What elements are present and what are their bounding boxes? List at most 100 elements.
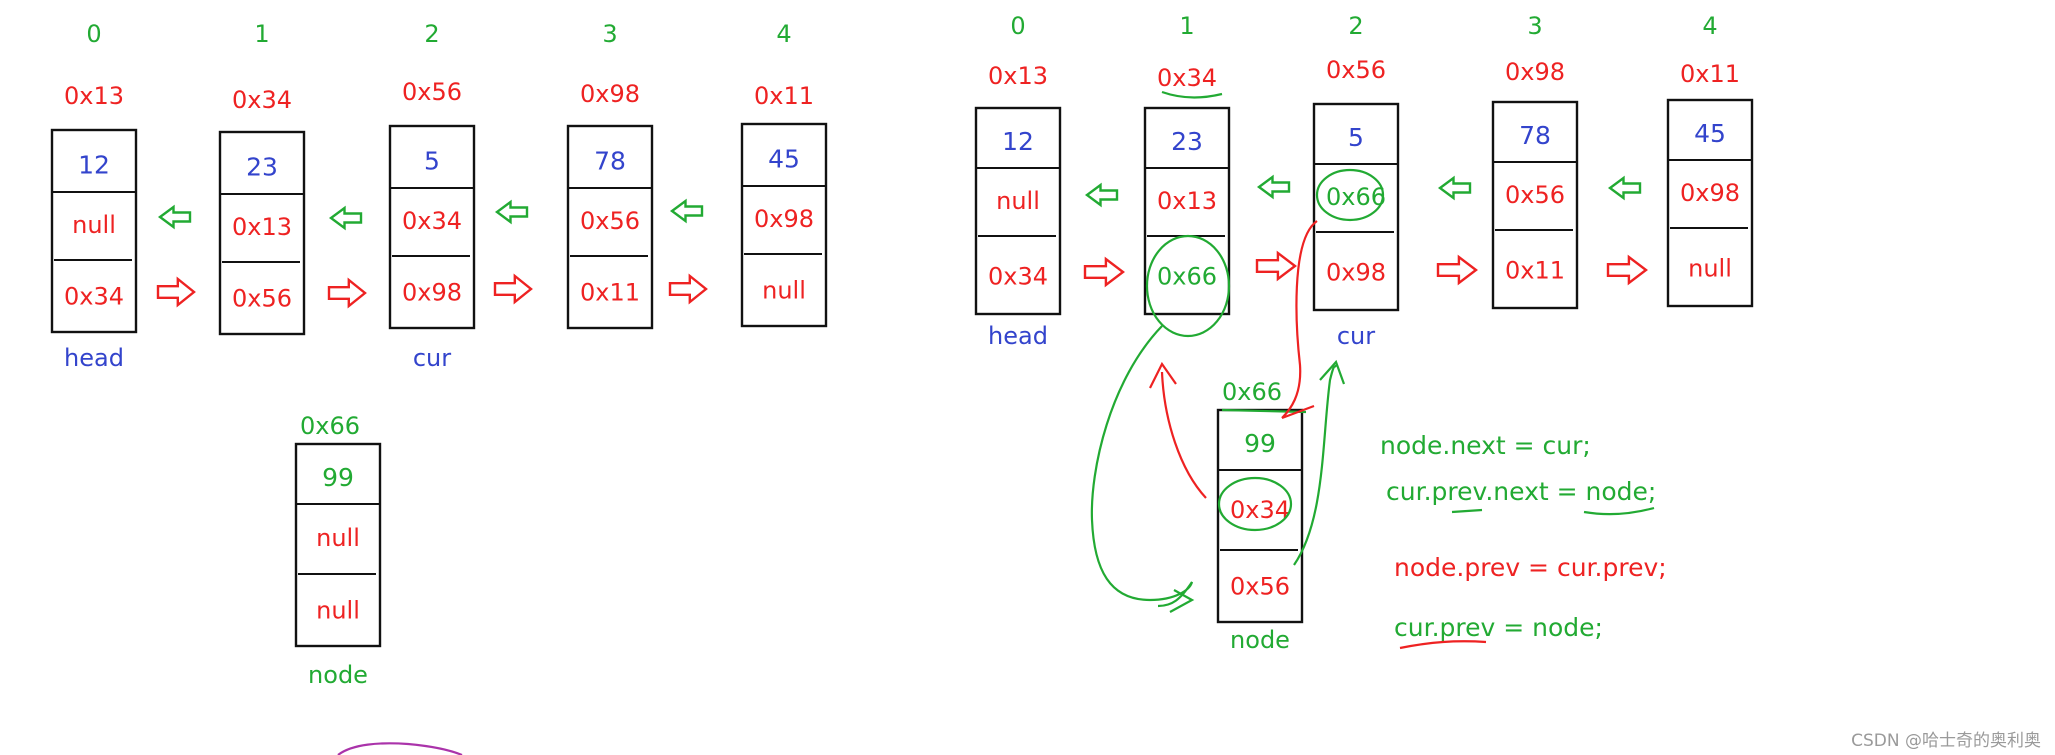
pointer-stroke — [1281, 220, 1318, 419]
node-value: 5 — [1348, 123, 1364, 152]
prev-arrow — [328, 205, 363, 231]
node-index: 1 — [1179, 12, 1194, 40]
node-box — [974, 106, 1062, 316]
node-label: cur — [413, 344, 451, 372]
node-box — [218, 130, 306, 336]
next-arrow — [668, 273, 708, 305]
node-next: null — [316, 597, 360, 625]
node-address: 0x34 — [232, 86, 292, 114]
node-index: 3 — [1527, 12, 1542, 40]
node-address: 0x34 — [1157, 64, 1217, 92]
node-value: 45 — [1694, 119, 1726, 148]
node-label: node — [308, 661, 368, 689]
pointer-stroke — [1293, 364, 1338, 566]
node-prev: 0x98 — [754, 205, 814, 233]
node-prev: 0x34 — [1230, 496, 1290, 524]
prev-arrow — [1437, 175, 1472, 201]
node-address: 0x98 — [1505, 58, 1565, 86]
node-prev: 0x56 — [580, 207, 640, 235]
code-line: cur.prev = node; — [1394, 613, 1603, 642]
watermark: CSDN @哈士奇的奥利奥 — [1851, 731, 2041, 751]
node-value: 12 — [1002, 127, 1034, 156]
node-index: 0 — [1010, 12, 1025, 40]
code-line: cur.prev.next = node; — [1386, 477, 1656, 506]
prev-arrow — [669, 198, 704, 224]
node-prev: 0x13 — [1157, 187, 1217, 215]
node-next: null — [1688, 254, 1732, 282]
next-arrow — [1606, 254, 1648, 286]
node-value: 78 — [1519, 121, 1551, 150]
underline-stroke — [1399, 640, 1487, 650]
node-index: 4 — [776, 20, 791, 48]
node-box — [50, 128, 138, 334]
underline-stroke — [1161, 90, 1223, 99]
node-prev: null — [72, 211, 116, 239]
arrowhead — [1319, 359, 1346, 385]
next-arrow — [1436, 254, 1478, 286]
node-address: 0x11 — [1680, 60, 1740, 88]
node-value: 99 — [1244, 429, 1276, 458]
prev-arrow — [1084, 182, 1119, 208]
node-next: 0x66 — [1157, 262, 1217, 290]
node-box — [740, 122, 828, 328]
arrowhead — [1169, 589, 1195, 613]
next-arrow — [327, 277, 367, 309]
node-address: 0x98 — [580, 80, 640, 108]
next-arrow — [1083, 256, 1125, 288]
node-index: 4 — [1702, 12, 1717, 40]
code-line: node.prev = cur.prev; — [1394, 553, 1667, 582]
arrowhead — [1149, 361, 1177, 389]
node-prev: null — [316, 524, 360, 552]
node-next: 0x98 — [402, 279, 462, 307]
underline-stroke — [1583, 506, 1655, 516]
node-label: head — [988, 322, 1048, 350]
right-diagram: 00x1312null0x34head10x34230x130x6620x565… — [974, 12, 1754, 654]
node-value: 12 — [78, 150, 110, 179]
node-box — [1312, 102, 1400, 312]
node-value: 78 — [594, 146, 626, 175]
node-next: 0x11 — [1505, 256, 1565, 284]
node-address: 0x11 — [754, 82, 814, 110]
node-prev: null — [996, 187, 1040, 215]
prev-arrow — [494, 199, 529, 225]
next-arrow — [493, 273, 533, 305]
prev-arrow — [1607, 175, 1642, 201]
node-index: 1 — [254, 20, 269, 48]
underline-stroke — [1221, 408, 1307, 414]
node-address: 0x66 — [300, 412, 360, 440]
highlight-circle — [1217, 476, 1293, 532]
node-address: 0x56 — [402, 78, 462, 106]
left-diagram: 00x1312null0x34head10x34230x130x5620x565… — [50, 20, 828, 689]
node-address: 0x13 — [988, 62, 1048, 90]
node-next: 0x98 — [1326, 258, 1386, 286]
node-label: head — [64, 344, 124, 372]
node-prev: 0x13 — [232, 213, 292, 241]
highlight-circle — [1315, 168, 1385, 222]
node-prev: 0x98 — [1680, 179, 1740, 207]
node-label: node — [1230, 626, 1290, 654]
node-next: null — [762, 277, 806, 305]
list-node: 4 0x11 45 0x98 null — [1666, 12, 1754, 308]
node-value: 5 — [424, 146, 440, 175]
node-prev: 0x34 — [402, 207, 462, 235]
code-line: node.next = cur; — [1380, 431, 1591, 460]
node-box — [388, 124, 476, 330]
node-address: 0x66 — [1222, 378, 1282, 406]
annotation-strokes — [337, 90, 1655, 755]
pointer-stroke — [1160, 371, 1207, 499]
prev-arrow — [1256, 174, 1291, 200]
node-index: 0 — [86, 20, 101, 48]
node-label: cur — [1337, 322, 1375, 350]
underline-stroke — [1451, 508, 1483, 514]
node-index: 3 — [602, 20, 617, 48]
